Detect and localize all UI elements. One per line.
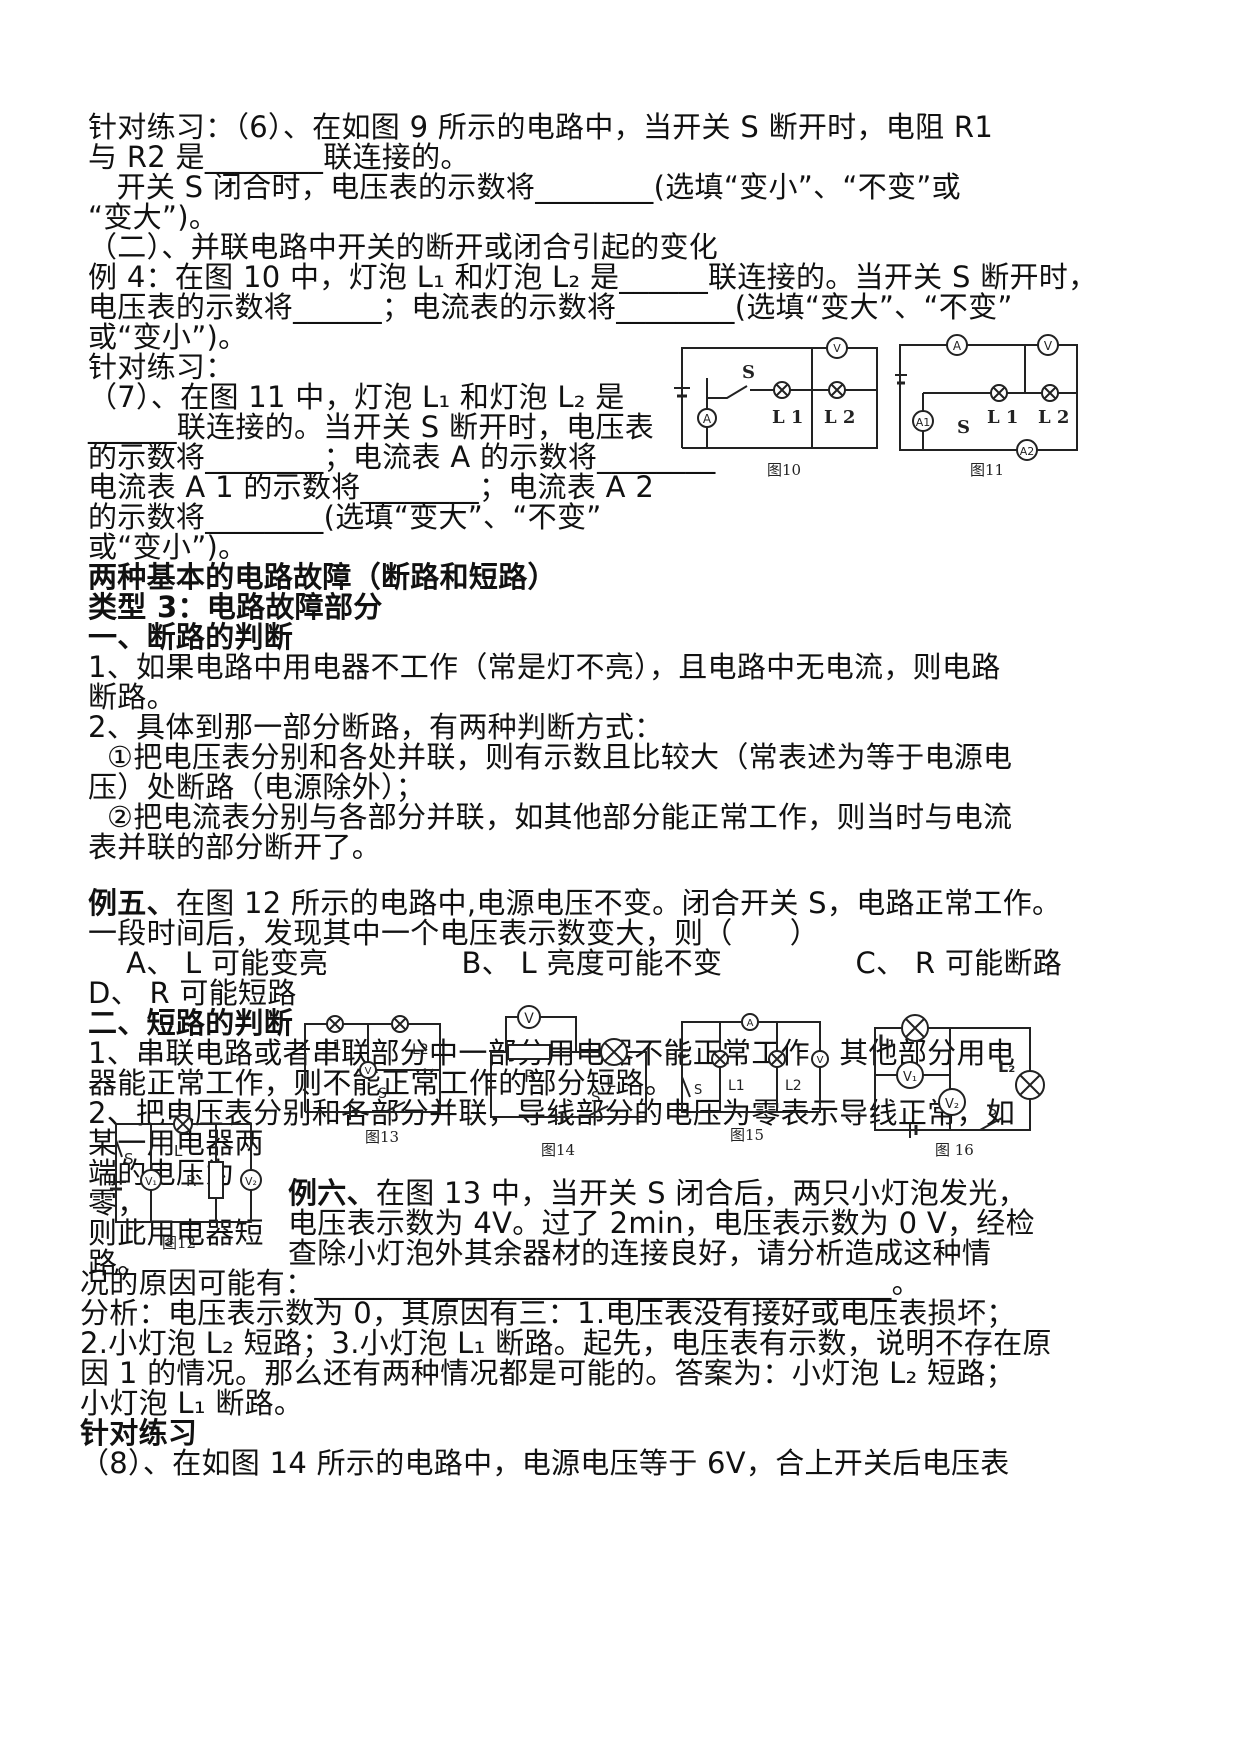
switch-label: S (591, 1088, 601, 1106)
lamp1-label: L1 (325, 1038, 342, 1054)
voltmeter-icon: V (365, 1066, 372, 1077)
example-6-label: 例六、 (288, 1176, 376, 1210)
caption: 图10 (767, 461, 801, 479)
exercise-8: （8）、在如图 14 所示的电路中，电源电压等于 6V，合上开关后电压表 (80, 1446, 1010, 1480)
heading-type3: 类型 3：电路故障部分 (88, 590, 383, 624)
analysis: 况的原因可能有：________________________________… (80, 1268, 1160, 1478)
analysis-line: 况的原因可能有：________________________________… (80, 1266, 921, 1300)
rule-line: 断路。 (88, 680, 176, 714)
analysis-line: 分析：电压表示数为 0，其原因有三：1.电压表没有接好或电压表损坏； (80, 1296, 1016, 1330)
lamp1-label: L₁ (878, 1031, 895, 1050)
rule-line: ②把电流表分别与各部分并联，如其他部分能正常工作，则当时与电流 (88, 800, 1013, 834)
exercise-line: 或“变小”)。 (88, 530, 248, 564)
text-line: 针对练习：（6）、在如图 9 所示的电路中，当开关 S 断开时，电阻 R1 (88, 110, 994, 144)
text-line: 电压表的示数将______；电流表的示数将________(选填“变大”、“不变… (88, 290, 1013, 324)
example-6-line1: 例六、在图 13 中，当开关 S 闭合后，两只小灯泡发光， (288, 1176, 1027, 1210)
lamp-label: L (174, 1142, 183, 1160)
example-5-line2: 一段时间后，发现其中一个电压表示数变大，则（ ） (88, 916, 820, 950)
rule-line: 1、如果电路中用电器不工作（常是灯不亮），且电路中无电流，则电路 (88, 650, 1001, 684)
text-line: “变大”)。 (88, 200, 219, 234)
ammeter-icon: A (747, 1018, 754, 1029)
voltmeter1-icon: V₁ (145, 1175, 157, 1188)
example-6-line2: 电压表示数为 4V。过了 2min，电压表示数为 0 V，经检 (288, 1206, 1035, 1240)
exercise-line: ______联连接的。当开关 S 断开时，电压表 (88, 410, 655, 444)
heading-open-circuit: 一、断路的判断 (88, 620, 294, 654)
voltmeter-icon: V (1044, 339, 1053, 353)
switch-label: S (378, 1086, 387, 1102)
analysis-line: 小灯泡 L₁ 断路。 (80, 1386, 304, 1420)
lamp1-label: L 1 (987, 407, 1018, 428)
ammeter-icon: A (953, 339, 962, 353)
resistor-label: R (524, 1067, 536, 1087)
voltmeter-icon: V (524, 1011, 534, 1027)
voltmeter2-icon: V₂ (245, 1175, 257, 1188)
open-circuit-rules: 1、如果电路中用电器不工作（常是灯不亮），且电路中无电流，则电路断路。2、具体到… (88, 652, 1148, 862)
switch-label: S (694, 1083, 702, 1098)
example-6: 例六、在图 13 中，当开关 S 闭合后，两只小灯泡发光， 电压表示数为 4V。… (288, 1178, 1068, 1268)
text-line: 或“变小”)。 (88, 320, 248, 354)
lamp2-label: L 2 (824, 407, 855, 428)
lamp2-label: L2 (412, 1042, 429, 1058)
example-5-option-d: D、 R 可能短路 (88, 976, 297, 1010)
figure-12: V₁ V₂ S L R 图12 (96, 1112, 266, 1262)
voltmeter-icon: V (833, 342, 841, 355)
voltmeter2-icon: V₂ (945, 1097, 959, 1112)
heading-practice: 针对练习 (80, 1416, 198, 1450)
example-5-label: 例五、 (88, 886, 176, 920)
figure-11: A V A1 A2 S L 1 L 2 图11 (895, 325, 1095, 485)
rule-line: ①把电压表分别和各处并联，则有示数且比较大（常表述为等于电源电 (88, 740, 1013, 774)
caption: 图15 (730, 1126, 764, 1144)
heading-faults: 两种基本的电路故障（断路和短路） (88, 560, 557, 594)
caption: 图12 (162, 1234, 196, 1252)
rule-line: 路。 (88, 1246, 147, 1280)
caption: 图14 (541, 1141, 575, 1159)
lamp1-label: L 1 (772, 407, 803, 428)
ammeter1-icon: A1 (916, 416, 931, 429)
text-line: 针对练习： (88, 350, 235, 384)
example-5-options: A、 L 可能变亮 B、 L 亮度可能不变 C、 R 可能断路 (88, 946, 1063, 980)
lamp2-label: L₂ (998, 1057, 1015, 1076)
text-line: 开关 S 闭合时，电压表的示数将________(选填“变小”、“不变”或 (88, 170, 961, 204)
switch-label: S (742, 362, 755, 383)
figure-10: A V S L 1 L 2 图10 (672, 328, 882, 488)
resistor-label: R (186, 1172, 196, 1190)
exercise-line: 的示数将________(选填“变大”、“不变” (88, 500, 602, 534)
lamp2-label: L 2 (1038, 407, 1069, 428)
lamp-label: L (606, 1072, 616, 1092)
rule-line: 压）处断路（电源除外）； (88, 770, 426, 804)
figure-14: V R L S 图14 (486, 1002, 651, 1162)
voltmeter1-icon: V₁ (903, 1070, 917, 1085)
figure-16: V₁ V₂ L₁ L₂ S 图 16 (870, 1010, 1055, 1160)
exercise-line: 的示数将________；电流表 A 的示数将________ (88, 440, 716, 474)
lamp1-label: L1 (728, 1078, 745, 1094)
exercise-line: 电流表 A 1 的示数将________；电流表 A 2 (88, 470, 655, 504)
lamp2-label: L2 (785, 1078, 802, 1094)
switch-label: S (124, 1150, 134, 1168)
voltmeter-icon: V (817, 1055, 824, 1066)
text-line: 例 4：在图 10 中，灯泡 L₁ 和灯泡 L₂ 是______联连接的。当开关… (88, 260, 1098, 294)
exercise-7: （7）、在图 11 中，灯泡 L₁ 和灯泡 L₂ 是______联连接的。当开关… (88, 382, 738, 562)
ammeter2-icon: A2 (1020, 445, 1035, 458)
switch-label: S (957, 417, 970, 438)
heading-short-circuit: 二、短路的判断 (88, 1006, 294, 1040)
caption: 图11 (970, 461, 1004, 479)
analysis-line: 2.小灯泡 L₂ 短路；3.小灯泡 L₁ 断路。起先，电压表有示数，说明不存在原 (80, 1326, 1052, 1360)
text-line: （二）、并联电路中开关的断开或闭合引起的变化 (88, 230, 719, 264)
text-line: 与 R2 是________联连接的。 (88, 140, 470, 174)
figure-13: V L1 L2 S 图13 (300, 1012, 450, 1147)
rule-line: 2、具体到那一部分断路，有两种判断方式： (88, 710, 664, 744)
ammeter-icon: A (703, 412, 712, 426)
rule-line: 表并联的部分断开了。 (88, 830, 382, 864)
switch-label: S (988, 1103, 997, 1119)
figure-15: A V S L1 L2 图15 (670, 1012, 835, 1147)
rule-line: 器能正常工作，则不能正常工作的部分短路。 (88, 1066, 675, 1100)
example-5-line1: 例五、在图 12 所示的电路中,电源电压不变。闭合开关 S，电路正常工作。 (88, 886, 1062, 920)
example-6-line3: 查除小灯泡外其余器材的连接良好，请分析造成这种情 (288, 1236, 992, 1270)
caption: 图13 (365, 1128, 399, 1146)
caption: 图 16 (935, 1141, 974, 1159)
exercise-line: （7）、在图 11 中，灯泡 L₁ 和灯泡 L₂ 是 (88, 380, 625, 414)
analysis-line: 因 1 的情况。那么还有两种情况都是可能的。答案为：小灯泡 L₂ 短路； (80, 1356, 1015, 1390)
